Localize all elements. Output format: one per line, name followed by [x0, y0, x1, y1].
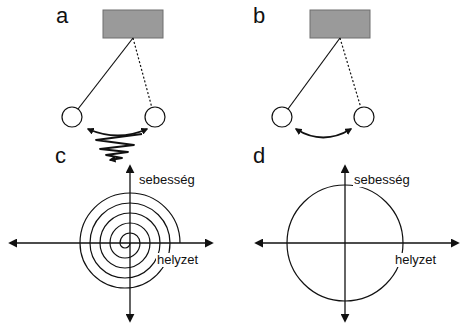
- panel-letter: c: [54, 144, 67, 168]
- pendulum-mount: [103, 10, 163, 38]
- pendulum-string: [288, 38, 340, 109]
- damped-swing-arrow: [96, 134, 142, 160]
- phase-circle: [287, 185, 403, 301]
- panel-letter: a: [55, 4, 69, 28]
- pendulum-bob: [62, 107, 82, 127]
- phase-spiral: [80, 193, 180, 288]
- axis-label: sebesség: [138, 173, 196, 187]
- panel-letter: d: [252, 144, 266, 168]
- pendulum-bob: [354, 107, 374, 127]
- ideal-pendulum: [272, 10, 374, 138]
- pendulum-string-dotted: [340, 38, 361, 108]
- position-axis: [256, 242, 458, 243]
- pendulum-string-dotted: [133, 38, 152, 108]
- pendulum-string: [78, 38, 133, 109]
- phase-plot-damped: [10, 166, 212, 321]
- damped-pendulum: [62, 10, 165, 160]
- axis-label: helyzet: [394, 253, 437, 267]
- panel-letter: b: [252, 4, 266, 28]
- position-axis: [10, 242, 212, 243]
- velocity-axis: [344, 166, 345, 321]
- pendulum-mount: [310, 10, 370, 38]
- axis-label: sebesség: [353, 173, 411, 187]
- pendulum-bob: [145, 107, 165, 127]
- swing-arrow: [296, 129, 351, 138]
- axis-label: helyzet: [156, 253, 199, 267]
- pendulum-bob: [272, 107, 292, 127]
- phase-plot-ideal: [256, 166, 458, 321]
